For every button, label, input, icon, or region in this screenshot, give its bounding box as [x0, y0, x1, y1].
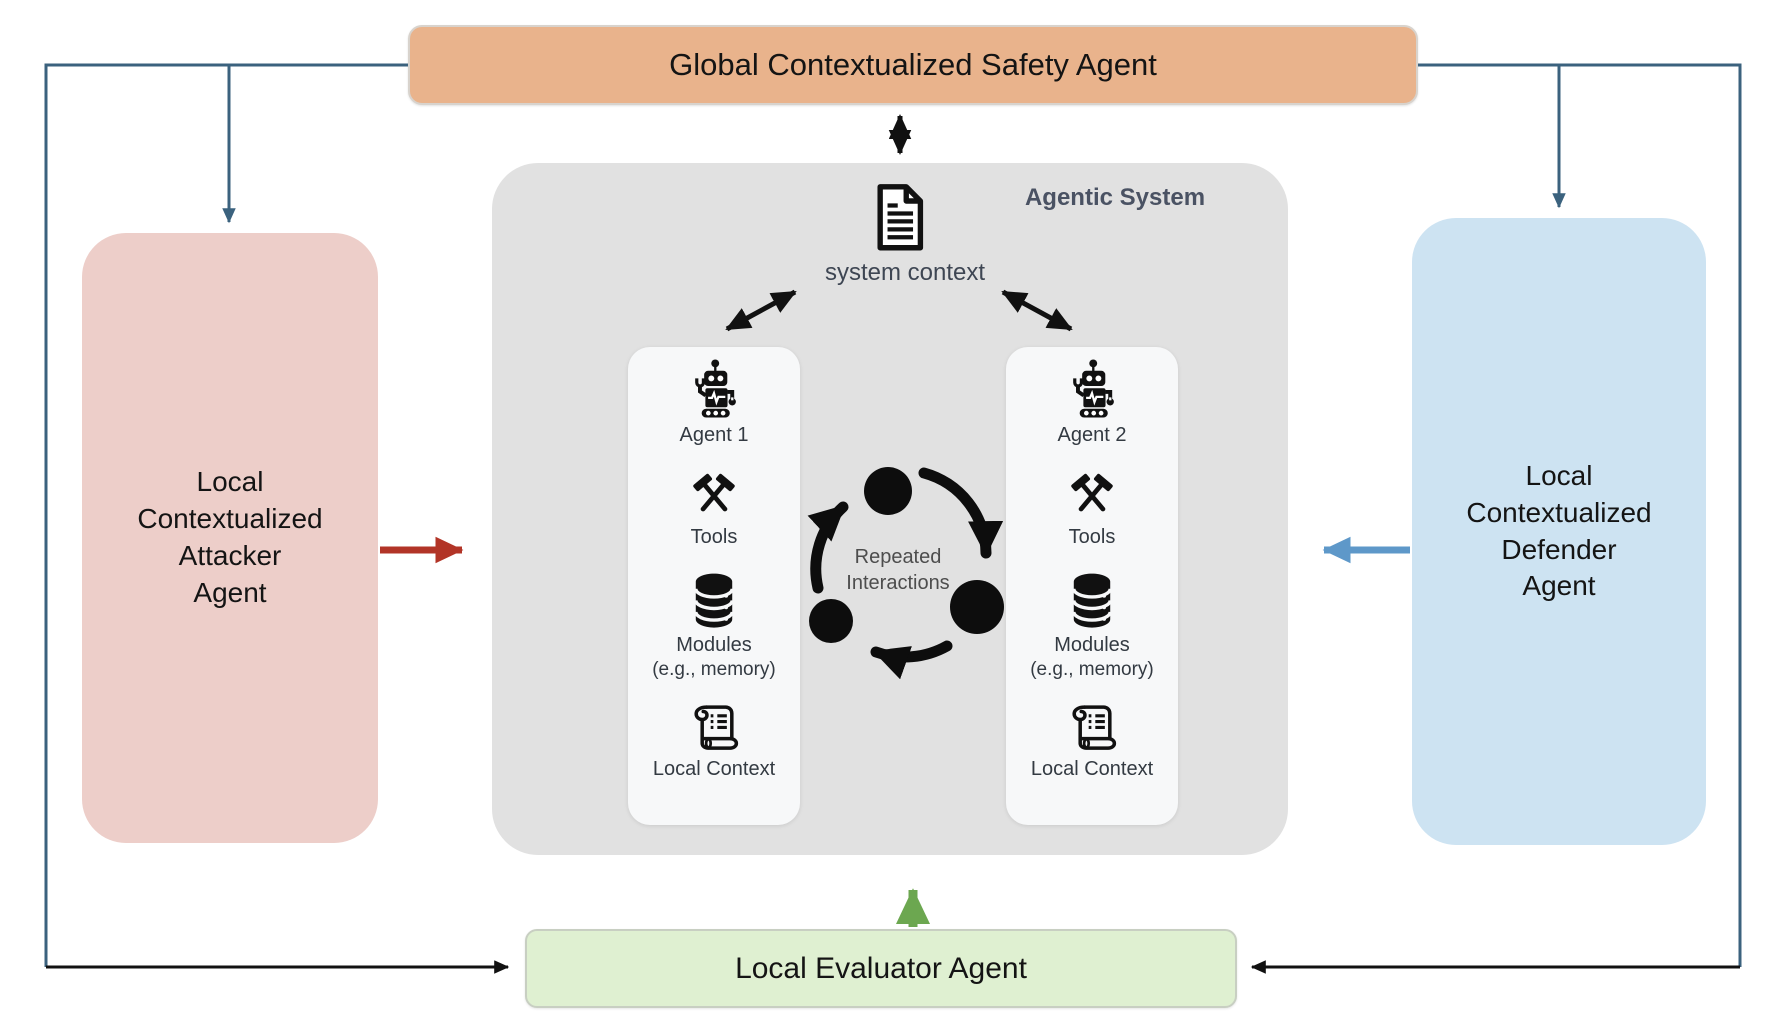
robot-icon — [1073, 359, 1114, 418]
agent-name-label: Agent 2 — [1057, 424, 1127, 446]
agent-2-card: Agent 2 Tools Modules (e.g., memory) — [1006, 347, 1178, 825]
scroll-icon — [694, 705, 739, 750]
document-icon — [877, 184, 924, 251]
crossed-hammers-icon — [693, 473, 735, 512]
agent-name-label: Agent 1 — [679, 424, 749, 446]
database-icon — [1072, 573, 1112, 628]
modules-label: Modules (e.g., memory) — [652, 634, 776, 680]
attacker-agent-box: Local Contextualized Attacker Agent — [82, 233, 378, 843]
evaluator-agent-box: Local Evaluator Agent — [525, 929, 1237, 1008]
evaluator-agent-label: Local Evaluator Agent — [735, 951, 1027, 985]
global-safety-agent-box: Global Contextualized Safety Agent — [408, 25, 1418, 105]
crossed-hammers-icon — [1071, 473, 1113, 512]
agentic-system-title: Agentic System — [1024, 184, 1206, 211]
global-safety-agent-label: Global Contextualized Safety Agent — [669, 47, 1157, 82]
tools-label: Tools — [690, 526, 738, 548]
local-context-label: Local Context — [652, 757, 776, 780]
repeated-interactions-label: Repeated Interactions — [846, 546, 950, 594]
robot-icon — [695, 359, 736, 418]
scroll-icon — [1072, 705, 1117, 750]
agent-1-card: Agent 1 Tools Modules (e.g., memory) — [628, 347, 800, 825]
defender-agent-box: Local Contextualized Defender Agent — [1412, 218, 1706, 845]
tools-label: Tools — [1068, 526, 1116, 548]
local-context-label: Local Context — [1030, 757, 1154, 780]
database-icon — [694, 573, 734, 628]
defender-agent-label: Local Contextualized Defender Agent — [1466, 459, 1652, 602]
system-context-label: system context — [824, 259, 986, 286]
modules-label: Modules (e.g., memory) — [1030, 634, 1154, 680]
attacker-agent-label: Local Contextualized Attacker Agent — [137, 466, 323, 608]
